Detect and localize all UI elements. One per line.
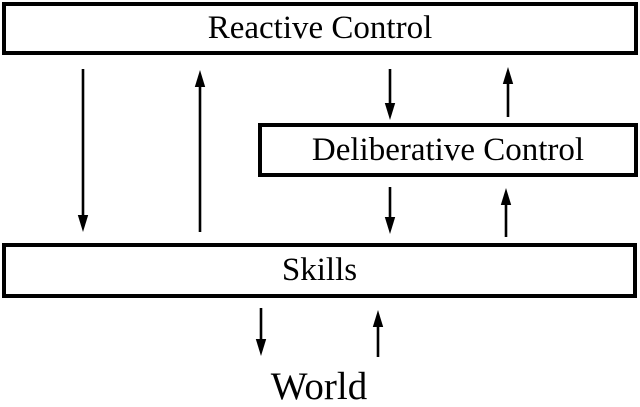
world-label: World	[270, 365, 368, 407]
deliberative-control-label: Deliberative Control	[311, 131, 585, 168]
skills-to-world-arrow	[255, 308, 267, 356]
skills-to-reactive-arrow	[194, 70, 206, 232]
skills-box: Skills	[2, 243, 637, 298]
reactive-to-skills-arrow	[77, 69, 89, 232]
reactive-control-box: Reactive Control	[2, 2, 638, 55]
deliberative-to-skills-arrow	[384, 187, 396, 234]
skills-to-deliberative-arrow	[500, 188, 512, 237]
skills-label: Skills	[281, 252, 358, 288]
deliberative-control-box: Deliberative Control	[258, 123, 638, 177]
world-to-skills-arrow	[372, 310, 384, 357]
deliberative-to-reactive-arrow	[502, 67, 514, 117]
reactive-to-deliberative-arrow	[384, 69, 396, 120]
reactive-control-label: Reactive Control	[207, 10, 433, 46]
